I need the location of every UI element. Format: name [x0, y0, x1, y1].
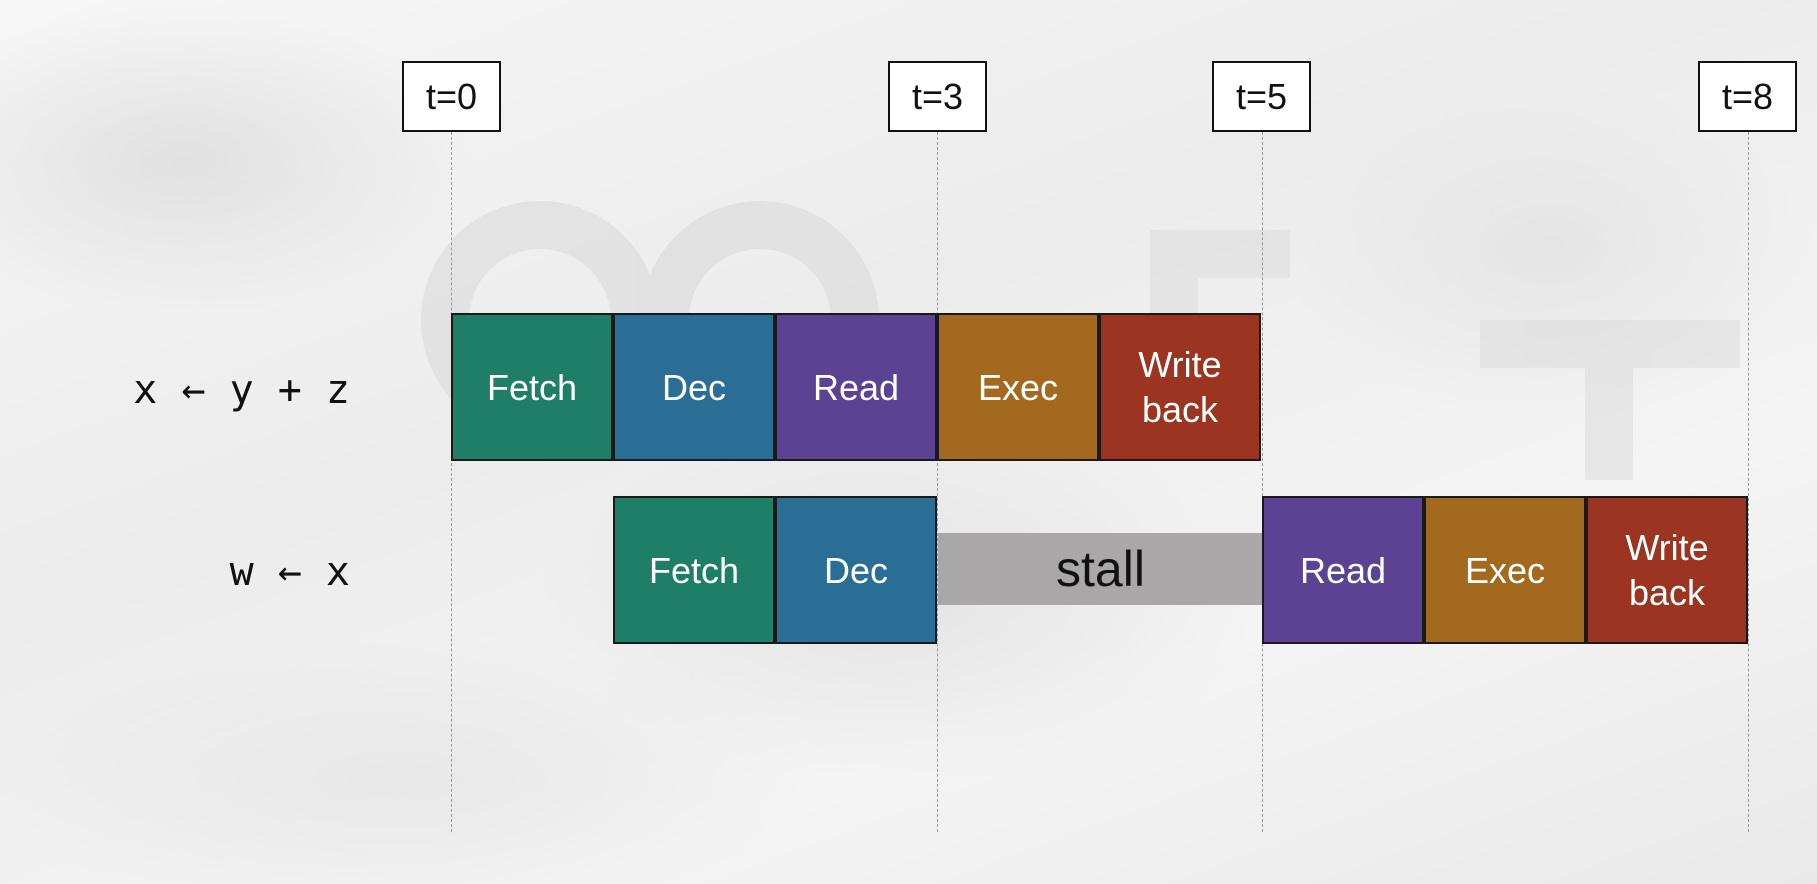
guide-line-t5: [1262, 132, 1263, 832]
guide-line-t3: [937, 132, 938, 832]
stage-fetch: Fetch: [451, 313, 613, 461]
instruction-label-1: x ← y + z: [133, 367, 350, 413]
time-marker-t8: t=8: [1698, 61, 1797, 132]
stage-read: Read: [775, 313, 937, 461]
stage-read: Read: [1262, 496, 1424, 644]
guide-line-t0: [451, 132, 452, 832]
time-marker-t3: t=3: [888, 61, 987, 132]
time-marker-t5: t=5: [1212, 61, 1311, 132]
stage-dec: Dec: [775, 496, 937, 644]
stage-writeback: Write back: [1099, 313, 1261, 461]
instruction-label-2: w ← x: [229, 549, 350, 595]
stage-exec: Exec: [1424, 496, 1586, 644]
guide-line-t8: [1748, 132, 1749, 832]
time-marker-t0: t=0: [402, 61, 501, 132]
stall-bar: stall: [938, 533, 1263, 605]
stage-exec: Exec: [937, 313, 1099, 461]
stage-dec: Dec: [613, 313, 775, 461]
stage-fetch: Fetch: [613, 496, 775, 644]
stage-writeback: Write back: [1586, 496, 1748, 644]
